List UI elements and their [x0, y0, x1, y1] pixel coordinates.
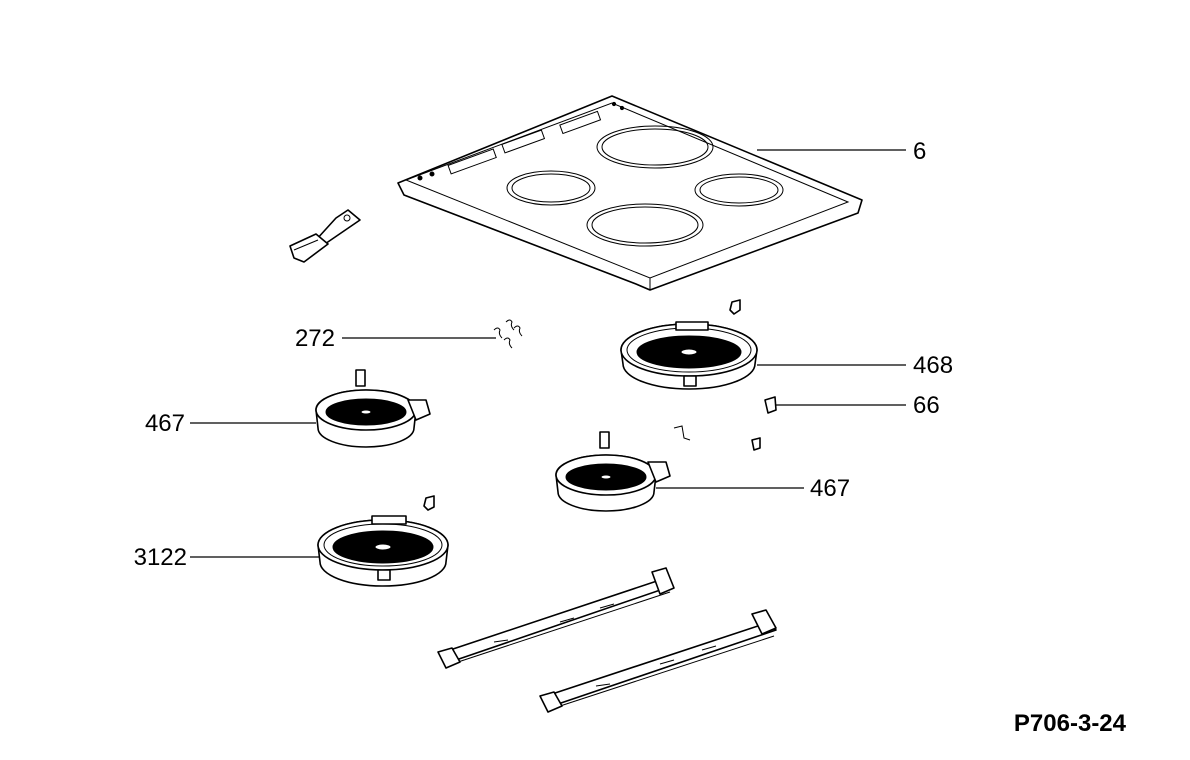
- large-heating-element: [620, 299, 758, 390]
- support-rail-lower: [539, 609, 777, 713]
- glass-cooktop-part: [397, 95, 863, 291]
- callout-label-6: 6: [913, 138, 926, 165]
- small-clips-part: [493, 319, 523, 349]
- scraper-tool: [289, 209, 361, 263]
- callout-label-468: 468: [913, 352, 953, 379]
- support-rail-upper: [437, 567, 675, 669]
- callout-label-467-left: 467: [145, 410, 185, 437]
- callout-label-272: 272: [295, 325, 335, 352]
- callout-label-66: 66: [913, 392, 940, 419]
- bracket-clips-part: [673, 396, 777, 451]
- left-heating-element: [315, 369, 431, 448]
- callout-label-467-center: 467: [810, 475, 850, 502]
- callout-label-3122: 3122: [134, 544, 187, 571]
- center-heating-element: [555, 431, 671, 512]
- diagram-code: P706-3-24: [1014, 710, 1127, 737]
- leader-lines: [190, 149, 906, 558]
- bottom-heating-element: [317, 495, 449, 587]
